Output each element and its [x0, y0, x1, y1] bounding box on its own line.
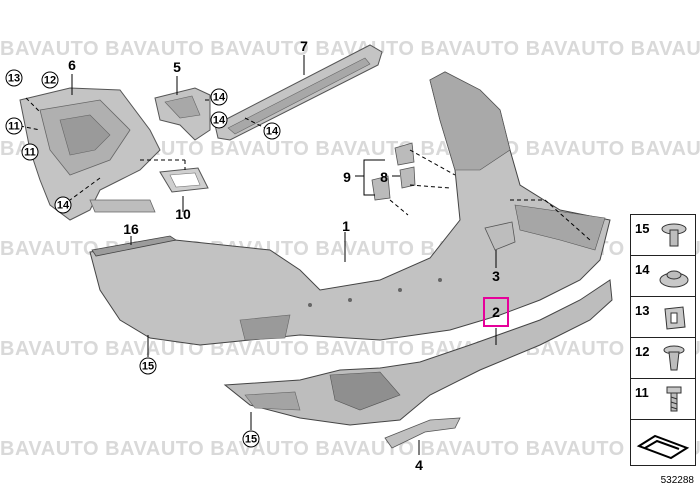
spreading-rivet-icon [659, 270, 689, 288]
lower-insert-part[interactable] [384, 417, 461, 449]
circled-callout-14: 14 [210, 88, 228, 106]
left-bracket-part[interactable] [19, 87, 161, 221]
legend-item[interactable]: 15 [631, 215, 695, 256]
circled-callout-14: 14 [210, 111, 228, 129]
rail-part[interactable] [214, 44, 383, 141]
callout-10: 10 [175, 206, 191, 222]
legend-item-label: 13 [635, 303, 650, 318]
callout-8: 8 [380, 169, 388, 185]
circled-callout-12: 12 [41, 71, 59, 89]
legend-item [631, 420, 695, 466]
callout-4: 4 [415, 457, 423, 473]
callout-1: 1 [342, 218, 350, 234]
callout-9: 9 [343, 169, 351, 185]
circled-callout-15: 15 [139, 357, 157, 375]
fastener-legend: 15 14 13 12 [630, 214, 696, 466]
leader-lines [71, 55, 497, 455]
callout-5: 5 [173, 59, 181, 75]
legend-item[interactable]: 11 [631, 379, 695, 420]
callout-3: 3 [492, 268, 500, 284]
circled-callout-13: 13 [5, 69, 23, 87]
legend-item-label: 14 [635, 262, 650, 277]
circled-callout-11: 11 [5, 117, 23, 135]
clip-nut-icon [664, 306, 686, 330]
legend-item[interactable]: 14 [631, 256, 695, 297]
highlighted-callout-2[interactable]: 2 [483, 297, 509, 327]
screw-icon [666, 386, 682, 412]
legend-item-label: 12 [635, 344, 650, 359]
clip-part[interactable] [371, 142, 416, 201]
circled-callout-15: 15 [242, 430, 260, 448]
push-rivet-icon [661, 223, 687, 247]
dashed-lines [19, 97, 591, 241]
side-bracket-part[interactable] [484, 221, 516, 251]
trim-insert-part[interactable] [159, 167, 209, 193]
legend-item[interactable]: 12 [631, 338, 695, 379]
diffuser-part[interactable] [223, 279, 613, 426]
bracket-symbol-icon [636, 434, 690, 460]
legend-item[interactable]: 13 [631, 297, 695, 338]
circled-callout-14: 14 [263, 122, 281, 140]
legend-item-label: 11 [635, 385, 649, 400]
circled-callout-11: 11 [21, 143, 39, 161]
small-bracket-part[interactable] [154, 87, 211, 141]
bumper-trim-part[interactable] [89, 71, 611, 346]
diagram-number: 532288 [660, 475, 694, 486]
callout-7: 7 [300, 38, 308, 54]
legend-item-label: 15 [635, 221, 650, 236]
callout-6: 6 [68, 57, 76, 73]
callout-16: 16 [123, 221, 139, 237]
trim-strip-part[interactable] [91, 235, 178, 257]
circled-callout-14: 14 [54, 196, 72, 214]
expanding-rivet-icon [663, 345, 685, 371]
